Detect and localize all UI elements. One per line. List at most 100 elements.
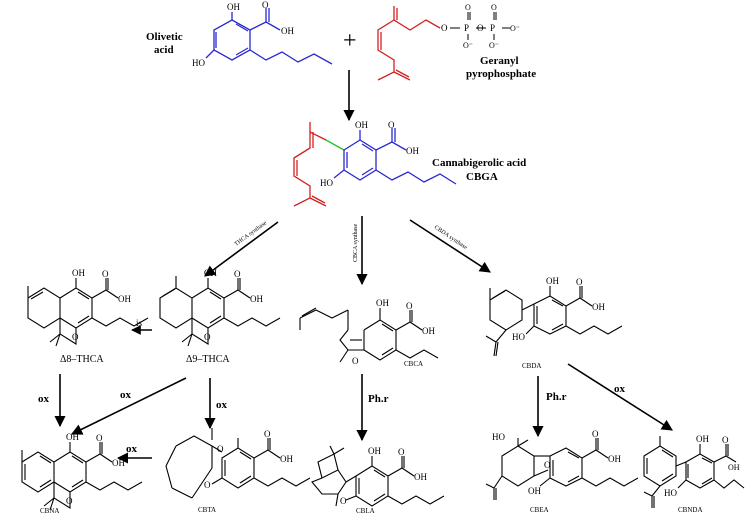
atom-o: O xyxy=(576,277,583,287)
cbnda-structure xyxy=(643,436,745,508)
atom-o: O xyxy=(204,332,211,342)
plus-sign: + xyxy=(343,28,357,54)
atom-o: O xyxy=(96,433,103,443)
atom-o: O xyxy=(66,496,73,506)
atom-o: O xyxy=(406,301,413,311)
d9-thca-label: Δ9–THCA xyxy=(186,354,230,365)
atom-o: O xyxy=(388,120,395,130)
atom-o: O xyxy=(544,460,551,470)
atom-oh: OH xyxy=(546,276,559,286)
cbna-label: CBNA xyxy=(40,507,59,515)
cbca-structure xyxy=(299,307,439,363)
atom-o: O xyxy=(340,496,347,506)
cbca-atoms: OH O OH O xyxy=(352,298,435,366)
olivetic-acid-structure xyxy=(205,8,333,65)
atom-oh: OH xyxy=(118,294,131,304)
cbla-atoms: OH O OH O xyxy=(340,446,427,506)
atom-oh: OH xyxy=(592,302,605,312)
atom-o-minus: O⁻ xyxy=(489,41,499,50)
atom-oh: OH xyxy=(368,446,381,456)
atom-oh: OH xyxy=(728,463,740,472)
is-label: is xyxy=(136,318,143,328)
atom-o: O xyxy=(102,269,109,279)
atom-oh: OH xyxy=(204,268,217,278)
atom-o: O xyxy=(592,429,599,439)
atom-p: P xyxy=(490,23,495,33)
d9-thca-atoms: OH O OH O xyxy=(204,268,263,342)
atom-o-minus: O⁻ xyxy=(463,41,473,50)
d9-thca-structure xyxy=(159,276,281,347)
pyrophosphate-group xyxy=(450,12,510,40)
cbnda-label: CBNDA xyxy=(678,506,703,514)
atom-oh: OH xyxy=(112,458,125,468)
cbla-label: CBLA xyxy=(356,507,375,515)
atom-oh: OH xyxy=(72,268,85,278)
atom-o: O xyxy=(398,447,405,457)
d8-thca-label: Δ8–THCA xyxy=(60,354,104,365)
atom-oh: OH xyxy=(227,2,240,12)
atom-o: O xyxy=(722,435,729,445)
ox-label-2: ox xyxy=(120,389,132,401)
atom-oh: OH xyxy=(376,298,389,308)
atom-ho: HO xyxy=(512,332,525,342)
cbnda-atoms: OH O OH HO xyxy=(664,434,740,498)
cbda-label: CBDA xyxy=(522,362,541,370)
cbda-atoms: OH O OH HO xyxy=(512,276,605,342)
atom-ho: HO xyxy=(192,58,205,68)
cbga-atoms: OH O OH HO xyxy=(320,120,419,188)
phr-label-1: Ph.r xyxy=(368,393,389,405)
atom-o-minus: O⁻ xyxy=(510,24,520,33)
pyrophosphate-atoms: O P O O⁻ O P O O⁻ O⁻ xyxy=(441,3,520,50)
cbta-atoms: O O O OH xyxy=(204,429,293,490)
geranyl-pyrophosphate-structure xyxy=(377,6,441,81)
cbca-label: CBCA xyxy=(404,360,423,368)
atom-o: O xyxy=(264,429,271,439)
atom-o: O xyxy=(352,356,359,366)
d8-thca-structure xyxy=(27,278,149,347)
atom-o: O xyxy=(491,3,497,12)
ox-label-5: ox xyxy=(614,383,626,395)
cbga-structure xyxy=(293,122,457,207)
atom-oh: OH xyxy=(355,120,368,130)
olivetic-acid-label-1: Olivetic xyxy=(146,31,183,43)
atom-oh: OH xyxy=(422,326,435,336)
atom-o: O xyxy=(441,23,448,33)
cbga-label-2: CBGA xyxy=(466,171,498,183)
geranyl-label-1: Geranyl xyxy=(480,55,519,67)
cbga-label-1: Cannabigerolic acid xyxy=(432,157,526,169)
atom-ho: HO xyxy=(664,488,677,498)
atom-oh: OH xyxy=(608,454,621,464)
atom-o: O xyxy=(234,269,241,279)
cbna-atoms: OH O OH O xyxy=(66,432,125,506)
arrow-d9-to-cbna xyxy=(70,377,187,435)
cbna-structure xyxy=(21,442,143,511)
cbea-atoms: HO O O OH OH xyxy=(492,429,621,496)
cbta-label: CBTA xyxy=(198,506,216,514)
atom-oh: OH xyxy=(281,26,294,36)
ox-label-4: ox xyxy=(126,443,138,455)
cbea-label: CBEA xyxy=(530,506,549,514)
arrow-thca-synthase xyxy=(204,221,279,277)
geranyl-label-2: pyrophosphate xyxy=(466,68,536,80)
cbla-structure xyxy=(311,445,445,507)
arrow-cbda-to-cbnda xyxy=(567,363,673,431)
phr-label-2: Ph.r xyxy=(546,391,567,403)
cbea-structure xyxy=(485,438,639,500)
cbda-structure xyxy=(485,286,623,357)
atom-o: O xyxy=(217,444,224,454)
arrow-cbda-synthase xyxy=(409,219,491,273)
olivetic-acid-atoms: OH O OH HO xyxy=(192,0,294,68)
atom-o: O xyxy=(477,23,484,33)
atom-o: O xyxy=(465,3,471,12)
ox-label-1: ox xyxy=(38,393,50,405)
atom-oh: OH xyxy=(406,146,419,156)
atom-o: O xyxy=(204,480,211,490)
atom-oh: OH xyxy=(66,432,79,442)
cbca-synthase-label: CBCA synthase xyxy=(353,223,359,262)
atom-ho: HO xyxy=(492,432,505,442)
atom-p: P xyxy=(464,23,469,33)
atom-oh: OH xyxy=(696,434,709,444)
olivetic-acid-label-2: acid xyxy=(154,44,174,56)
atom-oh: OH xyxy=(528,486,541,496)
